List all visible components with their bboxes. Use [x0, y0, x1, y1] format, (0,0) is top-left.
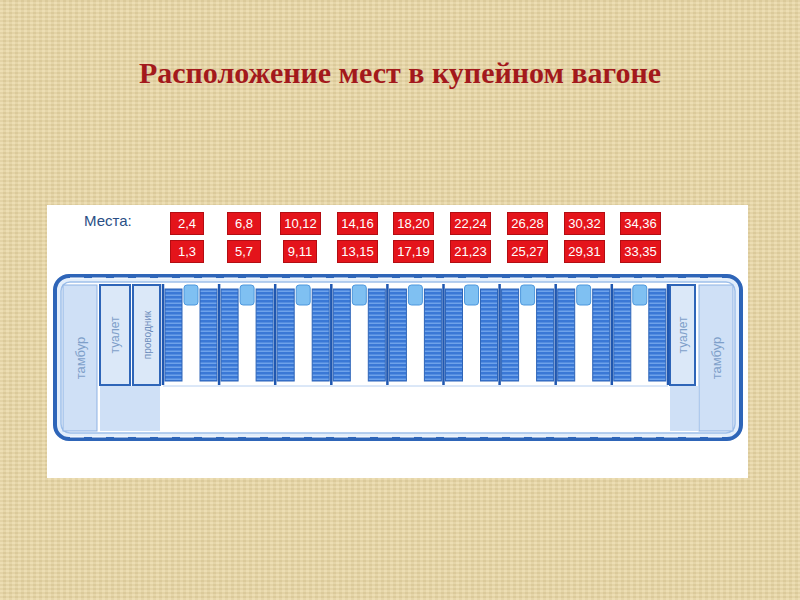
bench [312, 289, 329, 381]
room-area: тамбур [699, 285, 733, 431]
title: Расположение мест в купейном вагоне [0, 56, 800, 90]
seat-number-box: 18,20 [393, 212, 434, 235]
bench [593, 289, 610, 381]
table [521, 285, 535, 305]
seat-numbers: 17,19 [397, 244, 430, 259]
seat-number-box: 17,19 [393, 240, 434, 263]
bench [446, 289, 463, 381]
room-name: туалет [676, 317, 690, 354]
seat-numbers: 13,15 [341, 244, 374, 259]
bench [389, 289, 406, 381]
seat-number-box: 21,23 [450, 240, 491, 263]
table [296, 285, 310, 305]
room-area: тамбур [63, 285, 97, 431]
seat-numbers: 18,20 [397, 216, 430, 231]
bench [200, 289, 217, 381]
seat-numbers: 22,24 [454, 216, 487, 231]
seat-number-box: 5,7 [227, 240, 261, 263]
seat-numbers: 25,27 [511, 244, 544, 259]
seat-number-box: 1,3 [170, 240, 204, 263]
seat-numbers: 33,35 [624, 244, 657, 259]
room-name: туалет [108, 317, 122, 354]
seat-numbers: 29,31 [568, 244, 601, 259]
seat-number-box: 22,24 [450, 212, 491, 235]
seat-number-box: 9,11 [283, 240, 317, 263]
room-area: проводник [133, 285, 160, 385]
seat-number-box: 30,32 [564, 212, 605, 235]
seat-numbers: 34,36 [624, 216, 657, 231]
seat-number-box: 10,12 [280, 212, 321, 235]
seat-numbers: 6,8 [235, 216, 253, 231]
row-label: Места: [84, 212, 132, 229]
bench [502, 289, 519, 381]
bench [221, 289, 238, 381]
room-name: тамбур [73, 337, 88, 380]
bench [481, 289, 498, 381]
partition [442, 284, 445, 385]
bench [424, 289, 441, 381]
bench [649, 289, 666, 381]
partition [498, 284, 501, 385]
room-area: туалет [100, 285, 130, 385]
bench [558, 289, 575, 381]
partition [554, 284, 557, 385]
seat-number-box: 2,4 [170, 212, 204, 235]
seat-numbers: 30,32 [568, 216, 601, 231]
seat-number-box: 34,36 [620, 212, 661, 235]
partition [162, 284, 165, 385]
seat-numbers: 1,3 [178, 244, 196, 259]
bench [256, 289, 273, 381]
bench [333, 289, 350, 381]
room-name: тамбур [709, 337, 724, 380]
seat-number-box: 29,31 [564, 240, 605, 263]
seat-numbers: 26,28 [511, 216, 544, 231]
bench [165, 289, 182, 381]
partition [218, 284, 221, 385]
partition [330, 284, 333, 385]
seat-number-box: 33,35 [620, 240, 661, 263]
table [184, 285, 198, 305]
bench [277, 289, 294, 381]
seat-number-box: 14,16 [337, 212, 378, 235]
seat-numbers: 5,7 [235, 244, 253, 259]
bench [614, 289, 631, 381]
bench [368, 289, 385, 381]
seat-number-box: 26,28 [507, 212, 548, 235]
seat-numbers: 14,16 [341, 216, 374, 231]
room-name: проводник [141, 311, 152, 359]
partition [667, 284, 670, 385]
seat-numbers: 9,11 [288, 244, 312, 259]
table [352, 285, 366, 305]
seat-numbers: 10,12 [284, 216, 317, 231]
table [633, 285, 647, 305]
table [408, 285, 422, 305]
partition [386, 284, 389, 385]
room-area: туалет [670, 285, 695, 385]
partition [611, 284, 614, 385]
seat-numbers: 2,4 [178, 216, 196, 231]
seat-number-box: 6,8 [227, 212, 261, 235]
seat-number-box: 25,27 [507, 240, 548, 263]
seat-numbers: 21,23 [454, 244, 487, 259]
table [577, 285, 591, 305]
partition [274, 284, 277, 385]
seat-number-box: 13,15 [337, 240, 378, 263]
bench [537, 289, 554, 381]
table [465, 285, 479, 305]
table [240, 285, 254, 305]
